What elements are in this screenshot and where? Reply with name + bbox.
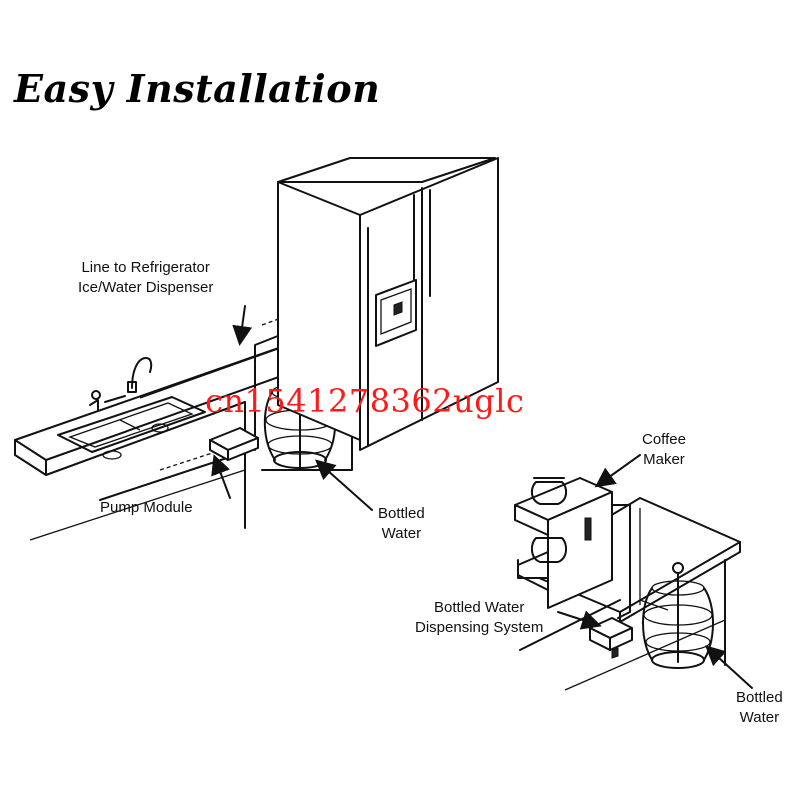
coffee-maker xyxy=(514,477,613,609)
arrow-to-bottled-water-right xyxy=(705,645,753,689)
label-line-1: Bottled xyxy=(378,505,425,522)
label-bottled-water-right: Bottled Water xyxy=(736,688,783,728)
label-line-1: Bottled xyxy=(736,689,783,706)
page-title: Easy Installation xyxy=(14,66,381,111)
kitchen-faucet xyxy=(89,357,153,411)
label-line-1: Coffee xyxy=(642,431,686,448)
refrigerator xyxy=(277,157,499,451)
label-line-1: Bottled Water xyxy=(434,599,525,616)
arrow-to-coffee-maker xyxy=(594,454,641,488)
water-bottle-right xyxy=(642,562,714,669)
dispensing-system-unit xyxy=(589,617,633,659)
label-bottled-water-left: Bottled Water xyxy=(378,504,425,544)
arrow-to-refrigerator-line xyxy=(232,305,253,346)
label-line-1: Line to Refrigerator xyxy=(81,259,210,276)
watermark-text: cn1541278362uglc xyxy=(205,382,525,420)
label-coffee-maker: Coffee Maker xyxy=(642,430,686,470)
label-line-2: Water xyxy=(739,709,780,726)
label-line-2: Ice/Water Dispenser xyxy=(78,279,214,296)
arrow-to-dispensing-system xyxy=(557,610,602,630)
label-pump-module: Pump Module xyxy=(100,499,193,516)
label-dispensing-system: Bottled Water Dispensing System xyxy=(415,598,543,638)
pump-module-left xyxy=(209,427,259,461)
label-line-2: Water xyxy=(381,525,422,542)
arrow-to-pump-module xyxy=(211,454,231,499)
label-line-2: Dispensing System xyxy=(415,619,544,636)
label-line-to-refrigerator: Line to Refrigerator Ice/Water Dispenser xyxy=(78,258,213,298)
arrow-to-bottled-water-left xyxy=(315,459,373,511)
label-line-2: Maker xyxy=(643,451,685,468)
kitchen-sink xyxy=(57,396,206,460)
